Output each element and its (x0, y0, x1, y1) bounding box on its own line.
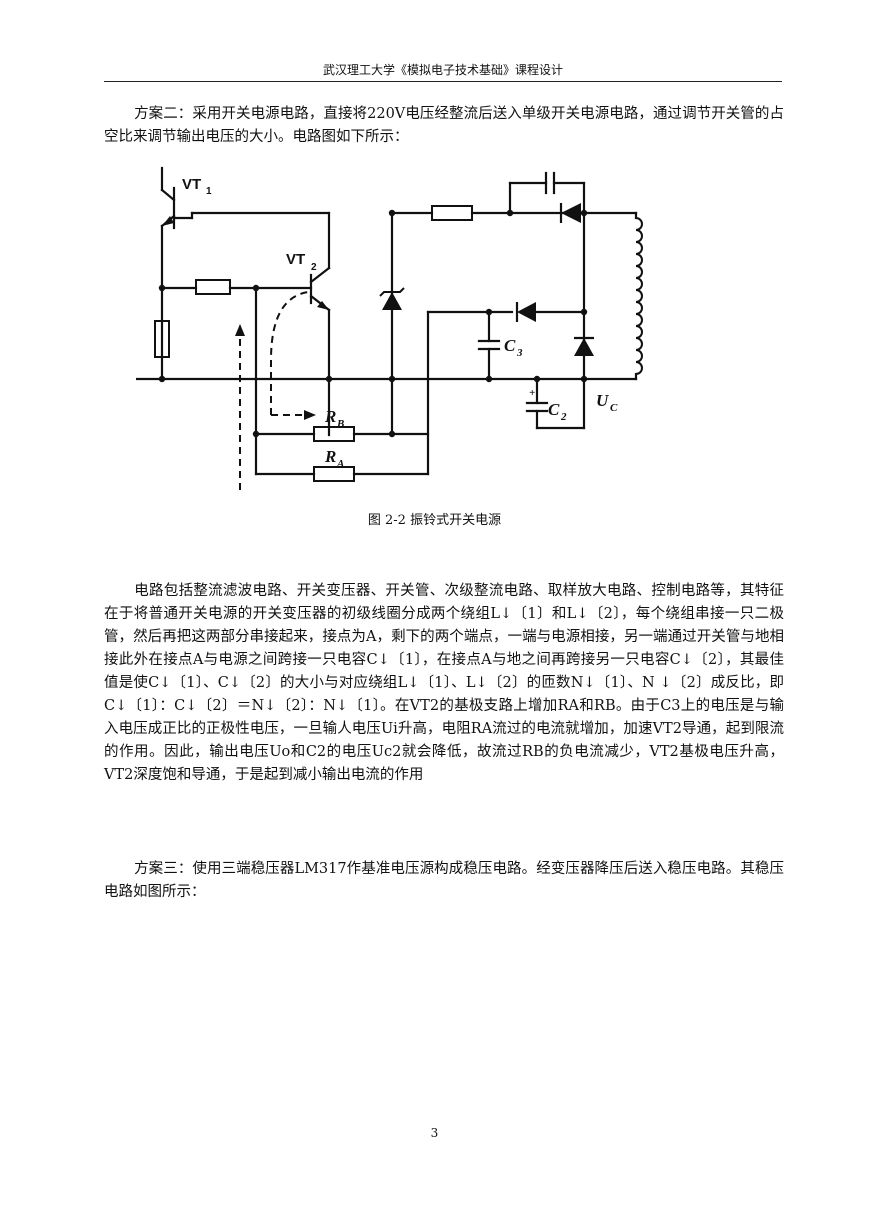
ra-subscript: A (336, 458, 344, 470)
paragraph-scheme-two: 方案二：采用开关电源电路，直接将220V电压经整流后送入单级开关电源电路，通过调… (104, 103, 784, 149)
vt2-label: VT (286, 251, 305, 268)
circuit-diagram: VT 1 VT 2 C 3 + C 2 U C R B R A (136, 166, 643, 490)
uc-subscript: C (610, 402, 618, 414)
vt1-subscript: 1 (206, 186, 212, 197)
paragraph-text: 方案二：采用开关电源电路，直接将220V电压经整流后送入单级开关电源电路，通过调… (104, 106, 784, 145)
paragraph-text: 电路包括整流滤波电路、开关变压器、开关管、次级整流电路、取样放大电路、控制电路等… (104, 583, 784, 783)
vt2-subscript: 2 (311, 262, 317, 273)
c2-plus-sign: + (529, 387, 535, 399)
ra-label: R (324, 447, 336, 466)
vt1-label: VT (182, 176, 201, 193)
header-rule (104, 81, 782, 82)
rb-subscript: B (336, 418, 344, 430)
c2-label: C (548, 400, 560, 419)
rb-label: R (324, 407, 336, 426)
paragraph-circuit-description: 电路包括整流滤波电路、开关变压器、开关管、次级整流电路、取样放大电路、控制电路等… (104, 580, 784, 787)
c3-label: C (504, 336, 516, 355)
figure-caption: 图 2-2 振铃式开关电源 (367, 513, 502, 528)
page-number: 3 (430, 1126, 439, 1140)
c2-subscript: 2 (560, 411, 567, 423)
c3-subscript: 3 (516, 347, 523, 359)
paragraph-text: 方案三：使用三端稳压器LM317作基准电压源构成稳压电路。经变压器降压后送入稳压… (104, 861, 784, 900)
uc-label: U (596, 391, 609, 410)
page-header: 武汉理工大学《模拟电子技术基础》课程设计 (322, 63, 563, 77)
paragraph-scheme-three: 方案三：使用三端稳压器LM317作基准电压源构成稳压电路。经变压器降压后送入稳压… (104, 858, 784, 904)
